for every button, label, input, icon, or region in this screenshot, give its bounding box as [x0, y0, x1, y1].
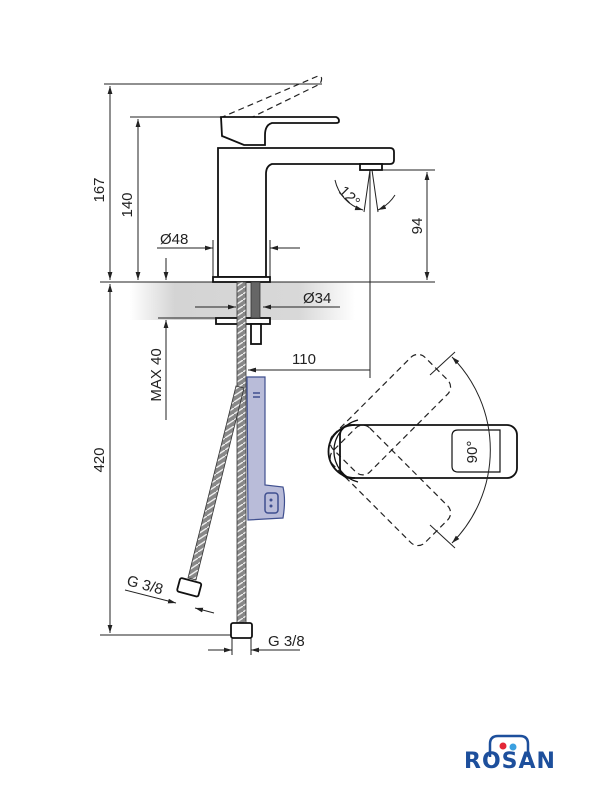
rosan-logo: ROSAN	[464, 734, 556, 774]
dim-90-deg: 90°	[464, 441, 481, 464]
dim-110: 110	[292, 351, 316, 368]
dim-48: Ø48	[160, 231, 188, 248]
dim-34: Ø34	[303, 290, 331, 307]
faucet-side-view	[176, 75, 395, 639]
dim-g38-left: G 3/8	[125, 572, 165, 598]
svg-text:ROSAN: ROSAN	[464, 749, 556, 774]
dim-140: 140	[119, 192, 136, 217]
dimension-lines	[107, 86, 430, 655]
dim-167: 167	[91, 177, 108, 202]
dim-g38-bottom: G 3/8	[268, 633, 305, 650]
faucet-top-view	[327, 351, 518, 549]
dim-max-40: MAX 40	[148, 348, 165, 401]
dim-12-deg: 12°	[335, 183, 363, 211]
mounting-clip	[246, 376, 286, 521]
dim-94: 94	[409, 218, 426, 235]
dim-420: 420	[91, 447, 108, 472]
